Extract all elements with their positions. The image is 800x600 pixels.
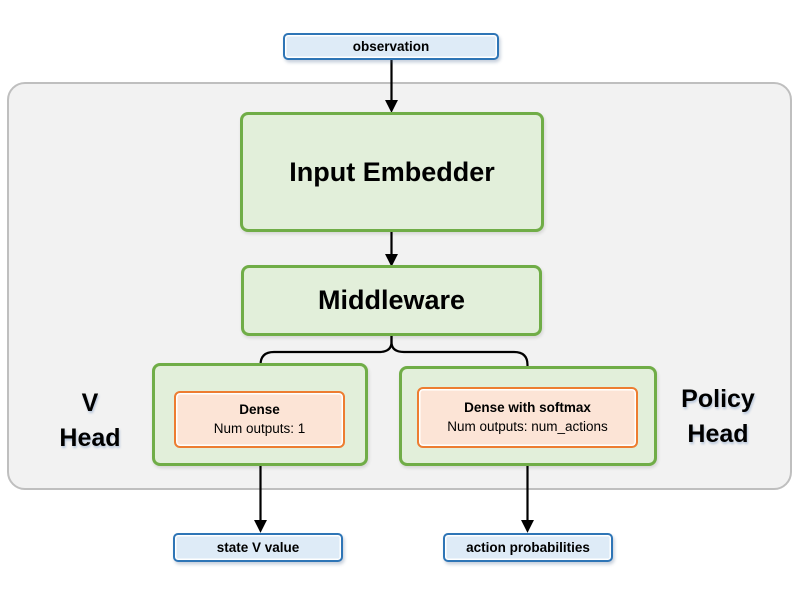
node-action-probabilities: action probabilities bbox=[443, 533, 613, 562]
node-observation-label: observation bbox=[352, 39, 430, 54]
policy-head-dense-subtitle: Num outputs: num_actions bbox=[447, 418, 608, 434]
policy-head-label-line2: Head bbox=[687, 419, 749, 448]
node-middleware-label: Middleware bbox=[317, 285, 466, 315]
policy-head-dense-box: Dense with softmax Num outputs: num_acti… bbox=[417, 387, 638, 448]
policy-head-label-line1: Policy bbox=[681, 385, 755, 413]
node-input-embedder: Input Embedder bbox=[240, 112, 544, 232]
policy-head-label: Policy Head bbox=[662, 382, 774, 451]
v-head-label: V Head bbox=[35, 386, 145, 455]
node-state-v-value-label: state V value bbox=[216, 540, 300, 555]
v-head-dense-box: Dense Num outputs: 1 bbox=[174, 391, 345, 448]
node-observation: observation bbox=[283, 33, 499, 60]
policy-head-dense-title: Dense with softmax bbox=[464, 399, 591, 415]
v-head-label-line1: V bbox=[81, 389, 99, 417]
v-head-dense-subtitle: Num outputs: 1 bbox=[213, 420, 306, 436]
node-state-v-value: state V value bbox=[173, 533, 343, 562]
v-head-label-line2: Head bbox=[59, 423, 121, 452]
node-action-probabilities-label: action probabilities bbox=[466, 540, 590, 555]
node-middleware: Middleware bbox=[241, 265, 542, 336]
v-head-dense-title: Dense bbox=[239, 401, 280, 417]
node-input-embedder-label: Input Embedder bbox=[289, 156, 495, 187]
